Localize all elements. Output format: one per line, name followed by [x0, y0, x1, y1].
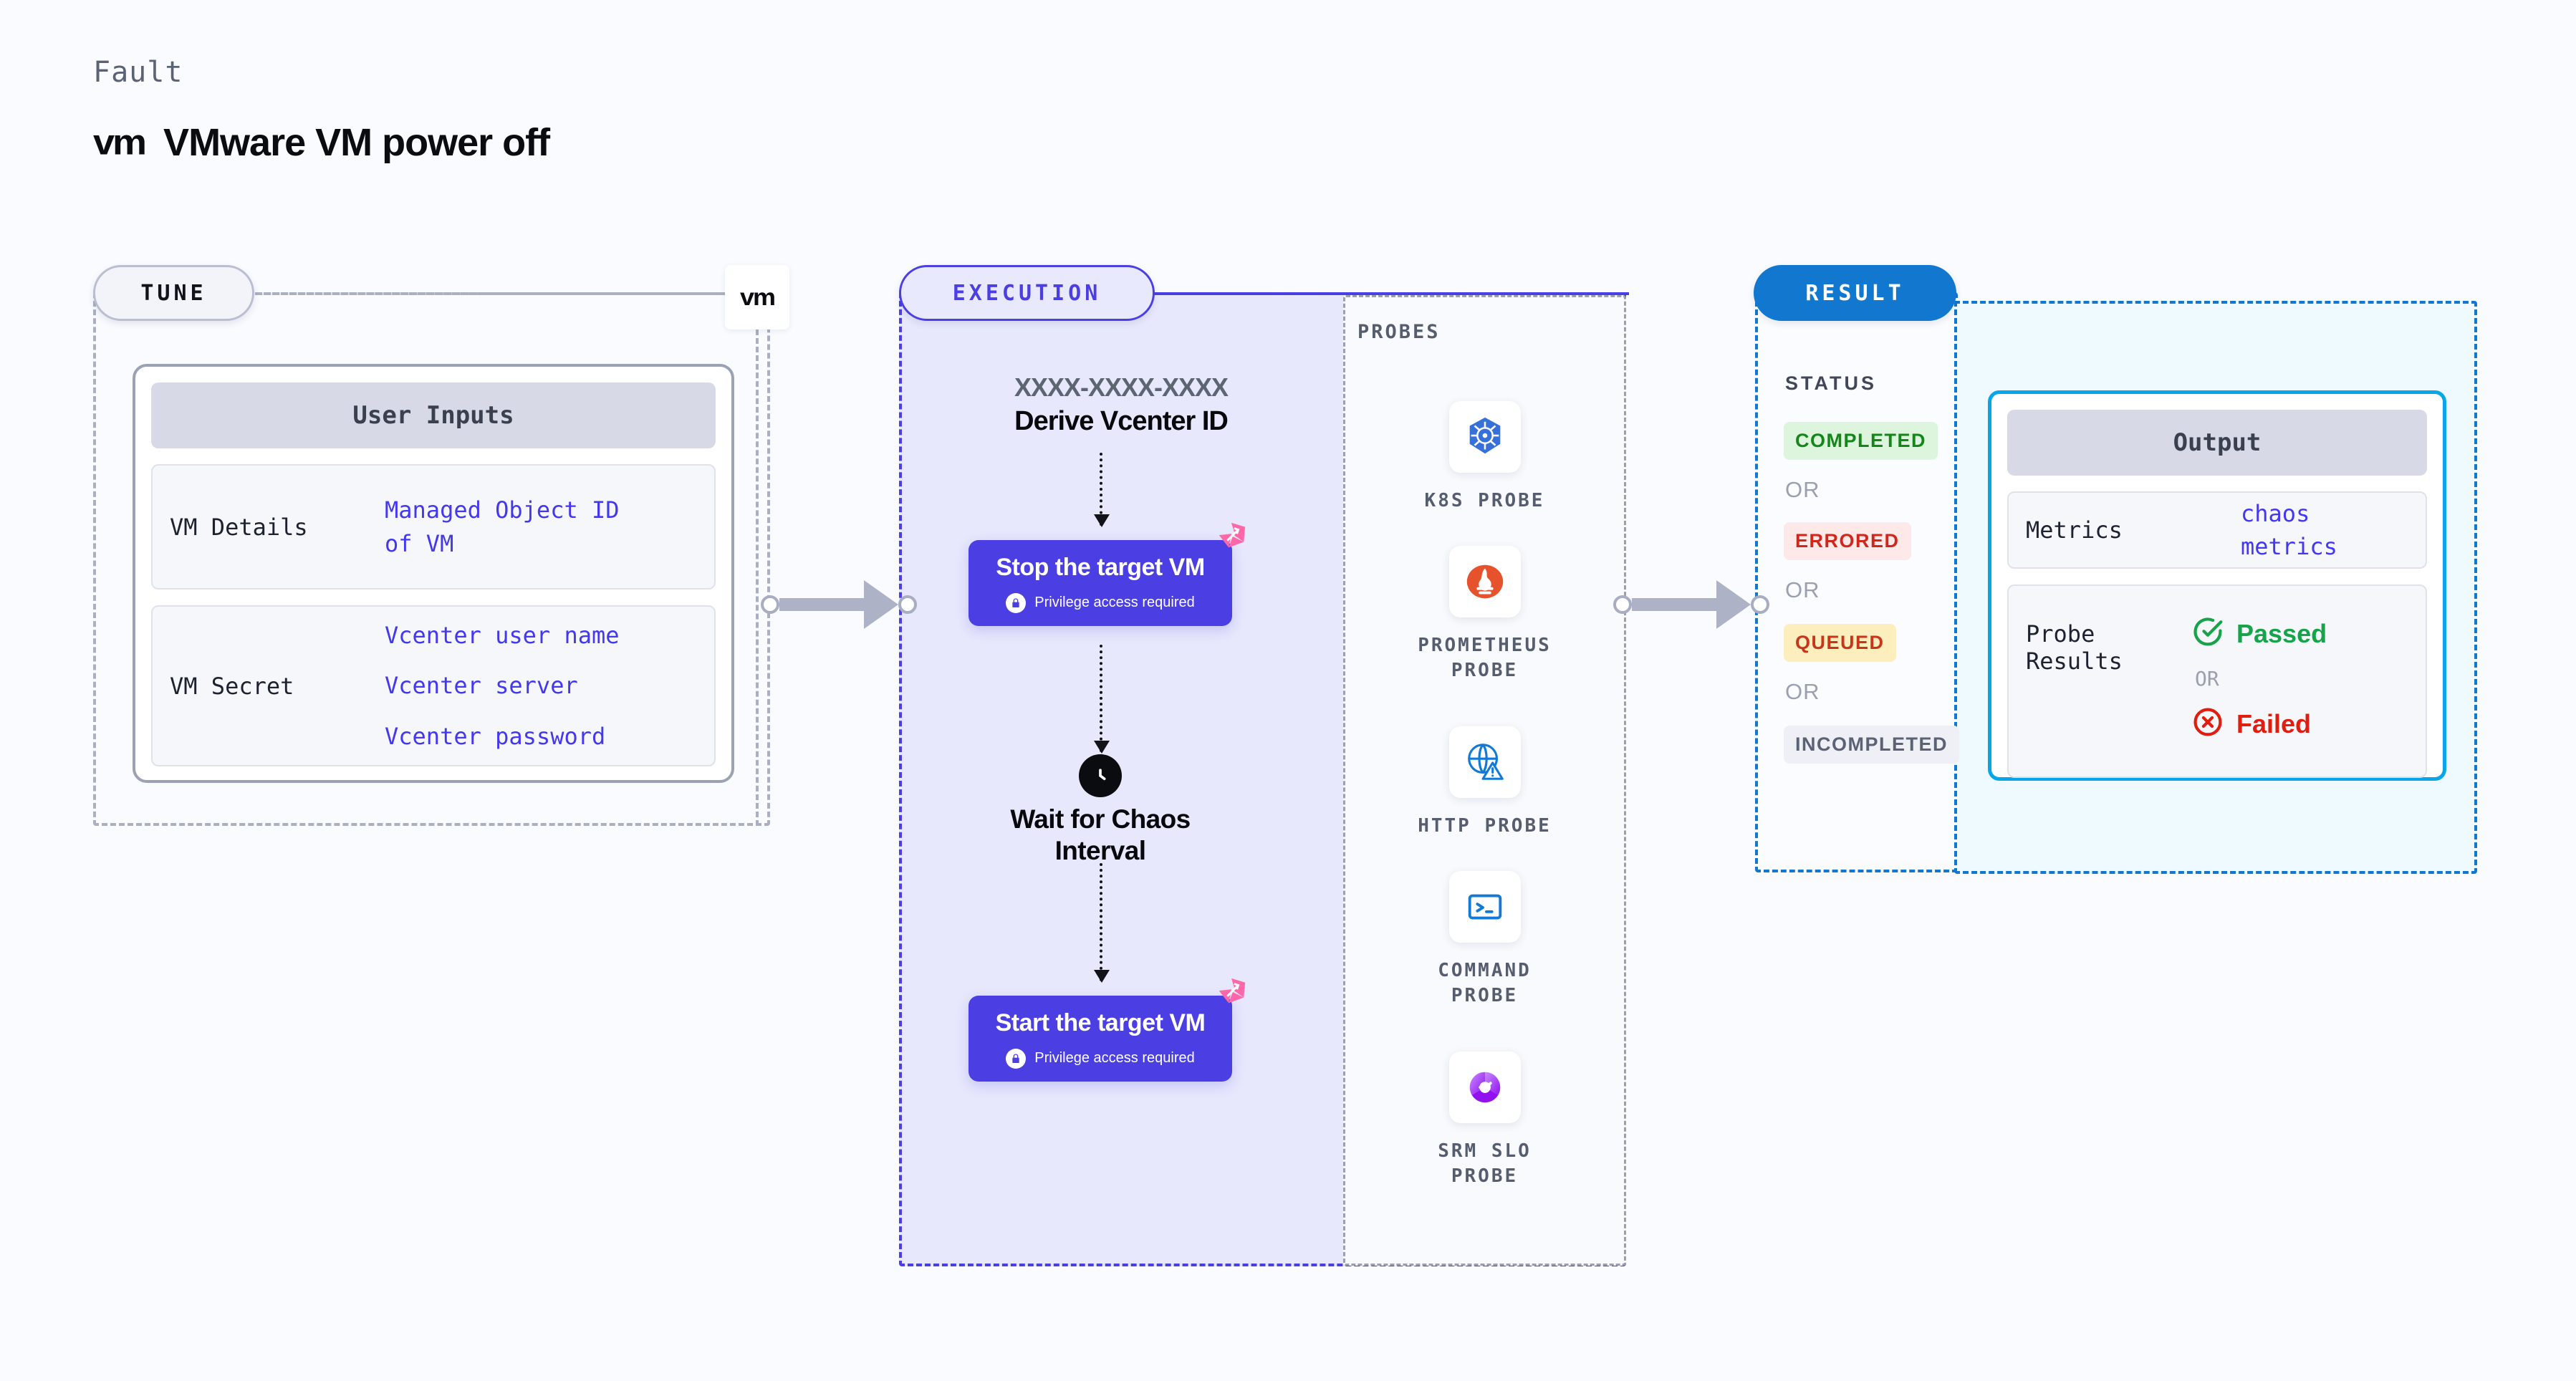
x-circle-icon	[2192, 706, 2224, 741]
status-or-3: OR	[1785, 679, 1820, 704]
probe-results-key: Probe Results	[2026, 600, 2192, 675]
tune-right-border	[756, 329, 759, 826]
vm-secret-value-1: Vcenter user name	[385, 621, 620, 649]
vm-secret-values: Vcenter user name Vcenter server Vcenter…	[385, 619, 620, 753]
status-or-2: OR	[1785, 577, 1820, 602]
probe-item-k8s[interactable]: K8S PROBE	[1411, 401, 1558, 514]
probe-item-command[interactable]: COMMAND PROBE	[1411, 871, 1558, 1009]
tune-connector-line	[255, 292, 731, 295]
metrics-row: Metrics chaos metrics	[2007, 491, 2427, 569]
step-start-title: Start the target VM	[995, 1009, 1206, 1036]
vmware-vendor-logo-text: vm	[739, 283, 776, 311]
vm-secret-value-3: Vcenter password	[385, 722, 606, 750]
globe-warning-icon	[1448, 726, 1521, 798]
flow-arrow-3	[1094, 863, 1110, 983]
chaos-pinwheel-icon	[1215, 520, 1248, 553]
probe-results-values: Passed OR Failed	[2192, 600, 2327, 741]
metrics-key: Metrics	[2026, 516, 2123, 544]
probe-result-passed-label: Passed	[2236, 618, 2327, 648]
wait-label-line-1: Wait for Chaos	[1010, 804, 1191, 834]
probe-label-http: HTTP PROBE	[1418, 815, 1552, 837]
step-stop-privilege-text: Privilege access required	[1034, 595, 1195, 610]
user-inputs-card: User Inputs VM Details Managed Object ID…	[133, 364, 734, 783]
status-badge-completed: COMPLETED	[1784, 422, 1938, 460]
lock-icon	[1006, 1048, 1027, 1069]
arrow-head-icon	[1716, 580, 1751, 629]
status-badge-incompleted: INCOMPLETED	[1784, 726, 1960, 764]
vm-details-values: Managed Object ID of VM	[385, 494, 620, 560]
step-start-target-vm[interactable]: Start the target VM Privilege access req…	[969, 996, 1232, 1082]
execution-connector-line	[1153, 292, 1629, 295]
arrow-execution-to-result	[1613, 580, 1769, 629]
arrow-shaft	[1632, 598, 1716, 611]
probe-result-failed: Failed	[2192, 706, 2327, 741]
chaos-id-text: XXXX-XXXX-XXXX	[1014, 372, 1229, 402]
vm-details-value-2: of VM	[385, 529, 454, 557]
arrow-end-node	[898, 595, 917, 614]
check-circle-icon	[2192, 616, 2224, 651]
vm-details-row: VM Details Managed Object ID of VM	[151, 464, 716, 590]
probe-item-http[interactable]: HTTP PROBE	[1411, 726, 1558, 839]
probe-result-or: OR	[2195, 667, 2219, 690]
page-title: vm VMware VM power off	[93, 120, 550, 165]
prometheus-icon	[1448, 546, 1521, 617]
vm-details-value-1: Managed Object ID	[385, 496, 620, 524]
arrow-start-node	[761, 595, 779, 614]
vm-secret-row: VM Secret Vcenter user name Vcenter serv…	[151, 605, 716, 766]
arrow-tune-to-execution	[761, 580, 917, 629]
tune-stage-pill[interactable]: TUNE	[93, 265, 254, 321]
flow-arrow-2	[1094, 645, 1110, 754]
arrow-start-node	[1613, 595, 1632, 614]
wait-for-chaos-interval-label: Wait for Chaos Interval	[943, 804, 1258, 866]
vm-details-key: VM Details	[170, 513, 308, 541]
probe-results-key-line-2: Results	[2026, 648, 2123, 675]
step-stop-title: Stop the target VM	[996, 553, 1205, 581]
output-header: Output	[2007, 410, 2427, 476]
probe-result-failed-label: Failed	[2236, 708, 2312, 738]
status-section-label: STATUS	[1785, 372, 1877, 394]
vm-secret-value-2: Vcenter server	[385, 672, 578, 700]
probe-item-prometheus[interactable]: PROMETHEUS PROBE	[1411, 546, 1558, 683]
arrow-head-icon	[864, 580, 898, 629]
step-start-privilege-text: Privilege access required	[1034, 1050, 1195, 1066]
vm-secret-key: VM Secret	[170, 672, 294, 700]
vmware-logo-icon: vm	[93, 122, 147, 163]
step-start-privilege: Privilege access required	[1006, 1048, 1195, 1069]
terminal-icon	[1448, 871, 1521, 943]
probe-item-srm-slo[interactable]: SRM SLO PROBE	[1411, 1052, 1558, 1189]
probe-label-prometheus: PROMETHEUS PROBE	[1418, 635, 1552, 682]
probe-label-k8s: K8S PROBE	[1424, 490, 1545, 511]
clock-icon	[1079, 754, 1122, 797]
fault-kicker: Fault	[93, 56, 183, 89]
probe-results-row: Probe Results Passed OR	[2007, 584, 2427, 778]
wait-label-line-2: Interval	[1054, 835, 1146, 865]
step-stop-target-vm[interactable]: Stop the target VM Privilege access requ…	[969, 540, 1232, 626]
flow-arrow-1	[1094, 453, 1110, 527]
probe-label-command: COMMAND PROBE	[1438, 960, 1532, 1007]
status-or-1: OR	[1785, 477, 1820, 502]
output-card: Output Metrics chaos metrics Probe Resul…	[1988, 390, 2446, 781]
status-badge-queued: QUEUED	[1784, 624, 1896, 662]
execution-stage-pill[interactable]: EXECUTION	[899, 265, 1155, 321]
vmware-vendor-logo-icon: vm	[725, 265, 789, 329]
derive-vcenter-id-label: Derive Vcenter ID	[1014, 406, 1229, 436]
probes-section-label: PROBES	[1357, 321, 1441, 343]
status-badge-errored: ERRORED	[1784, 522, 1911, 560]
step-stop-privilege: Privilege access required	[1006, 592, 1195, 613]
arrow-shaft	[779, 598, 864, 611]
lock-icon	[1006, 592, 1027, 613]
probe-label-srm-slo: SRM SLO PROBE	[1438, 1140, 1532, 1188]
probe-results-key-line-1: Probe	[2026, 620, 2095, 648]
probe-result-passed: Passed	[2192, 616, 2327, 651]
kubernetes-icon	[1448, 401, 1521, 473]
metrics-value: chaos metrics	[2241, 499, 2337, 560]
result-stage-pill[interactable]: RESULT	[1754, 265, 1956, 321]
arrow-end-node	[1751, 595, 1769, 614]
srm-slo-icon	[1448, 1052, 1521, 1123]
chaos-pinwheel-icon	[1215, 976, 1248, 1009]
user-inputs-header: User Inputs	[151, 382, 716, 448]
page-title-text: VMware VM power off	[163, 121, 550, 164]
